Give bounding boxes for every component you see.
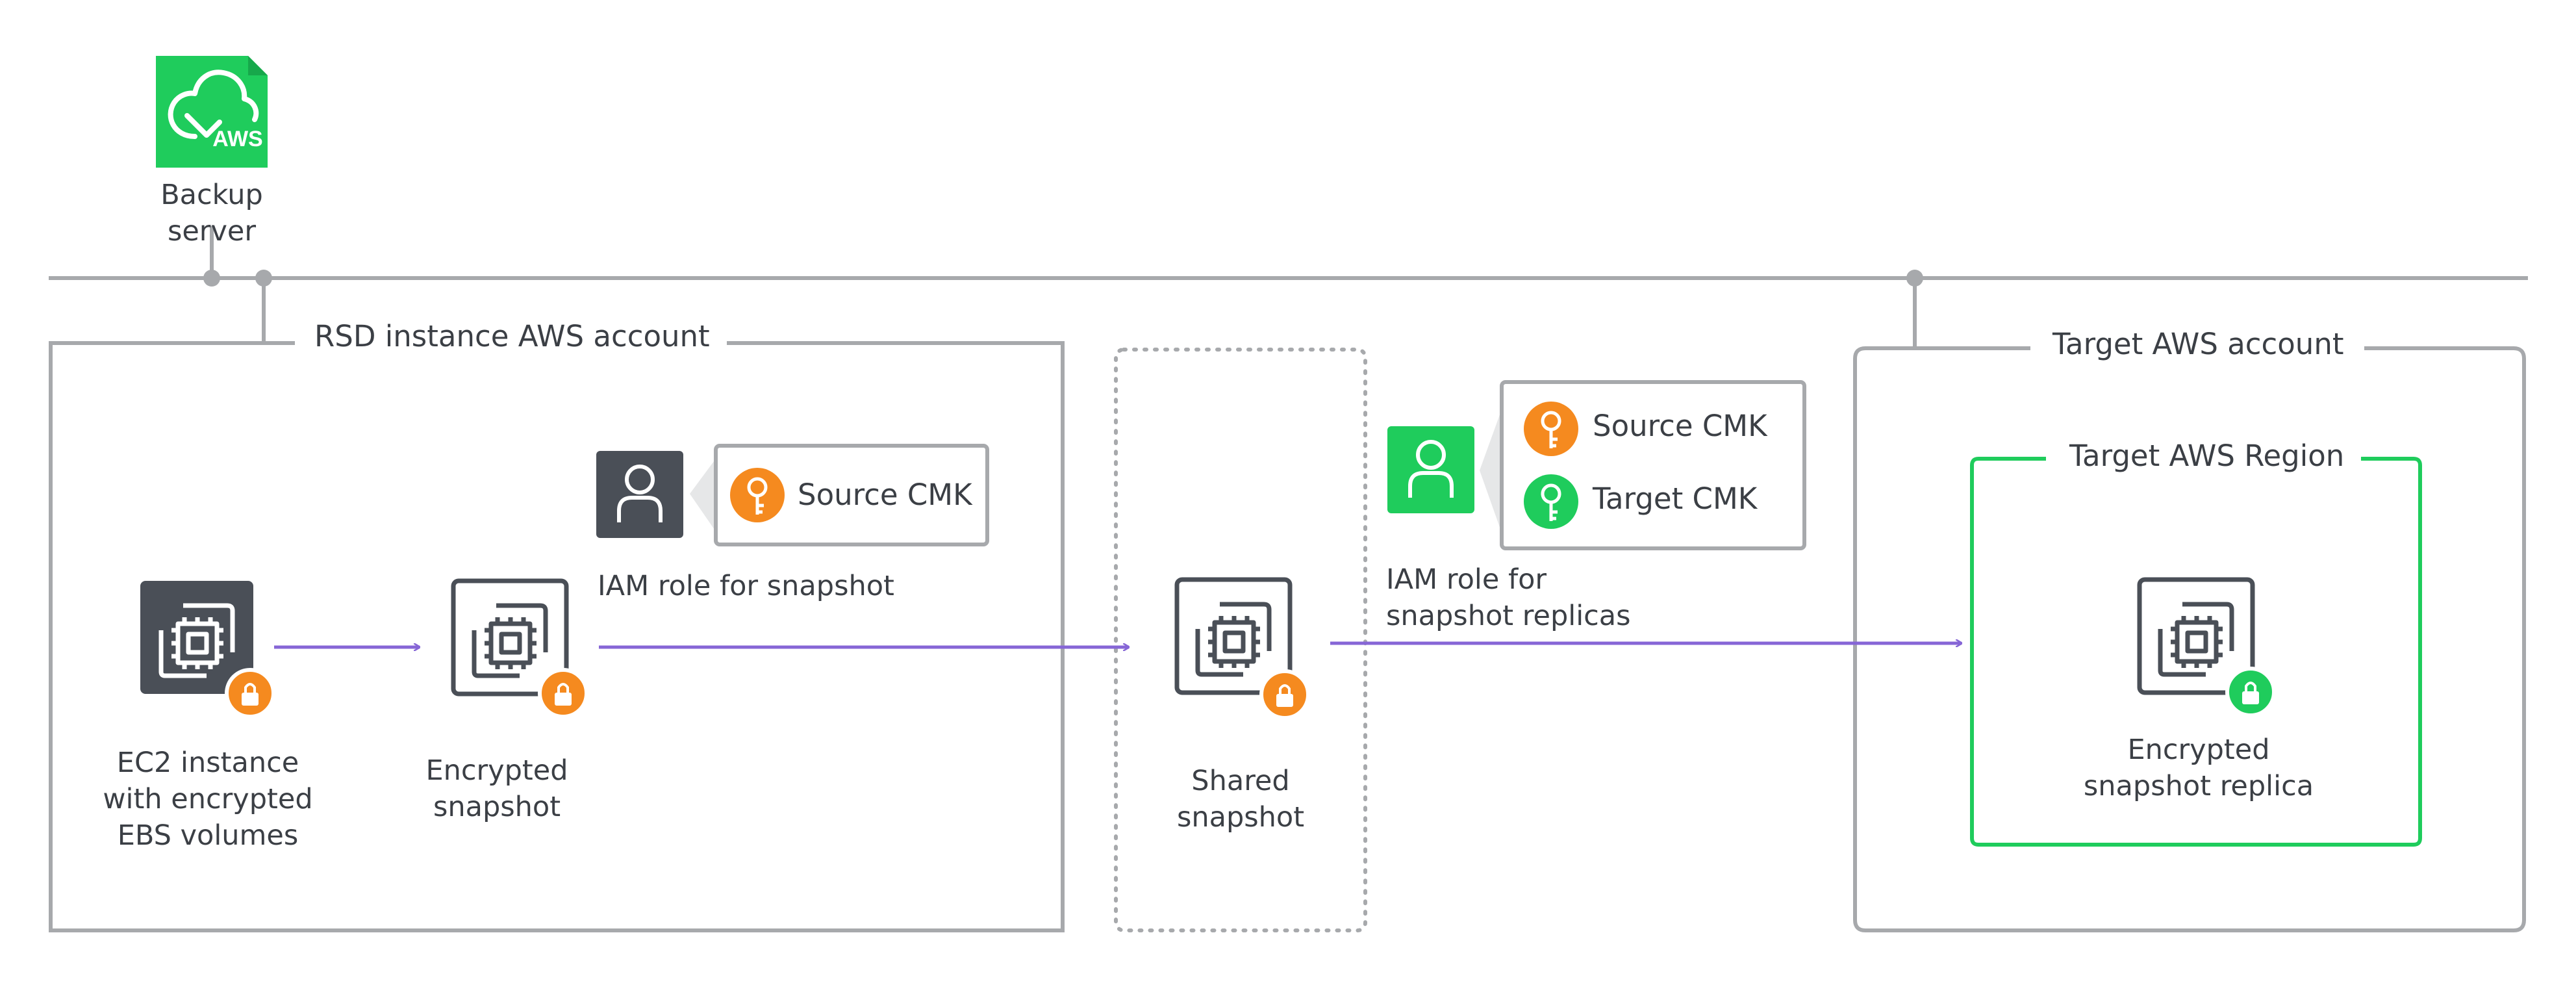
target-key-icon [1524, 474, 1578, 529]
ec2-instance-label: EC2 instance with encrypted EBS volumes [103, 747, 313, 852]
aws-logo-text: AWS [212, 127, 262, 151]
source-key-icon [1524, 402, 1578, 456]
shared-snapshot-icon [1174, 577, 1310, 720]
snapshot-replica-label: Encrypted snapshot replica [2083, 734, 2314, 802]
ec2-instance-icon [140, 581, 275, 719]
replica-target-key-label: Target CMK [1593, 481, 1758, 516]
network-bus [49, 226, 2528, 348]
iam-callout [690, 459, 716, 531]
encrypted-snapshot-label: Encrypted snapshot [425, 754, 568, 823]
encrypted-snapshot-icon [451, 578, 588, 719]
shared-snapshot-label: Shared snapshot [1176, 765, 1305, 834]
target-region-title: Target AWS Region [2052, 438, 2362, 474]
iam-role-user-icon [596, 451, 683, 538]
source-key-label: Source CMK [798, 478, 972, 512]
snapshot-replica-icon [2137, 577, 2276, 717]
shared-snapshot-box [1114, 348, 1367, 932]
target-account-box [1853, 346, 2526, 932]
source-account-title: RSD instance AWS account [297, 318, 727, 355]
replica-source-key-label: Source CMK [1593, 409, 1767, 443]
source-key-box [714, 444, 989, 546]
aws-backup-server-icon: AWS [156, 56, 268, 168]
key-icon [730, 468, 785, 522]
backup-server-label: Backup server [160, 179, 263, 248]
target-region-box [1970, 457, 2422, 847]
iam-replica-role-user-icon [1387, 426, 1474, 513]
source-account-box [49, 341, 1065, 932]
replica-role-label: IAM role for snapshot replicas [1386, 563, 1631, 632]
target-account-title: Target AWS account [2036, 326, 2361, 363]
iam-role-label: IAM role for snapshot [598, 570, 894, 602]
replica-iam-callout [1480, 409, 1502, 533]
